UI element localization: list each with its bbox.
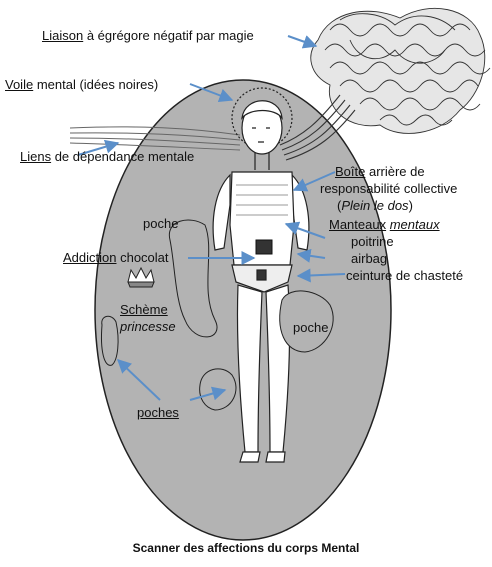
label-manteaux: Manteaux mentaux bbox=[329, 217, 440, 232]
label-liaison-key: Liaison bbox=[42, 28, 84, 43]
dependency-links bbox=[69, 126, 241, 151]
label-boite-rest: arrière de bbox=[365, 164, 425, 179]
label-ceinture: ceinture de chasteté bbox=[346, 268, 464, 283]
figure-head bbox=[231, 87, 293, 170]
label-liaison: Liaison à égrégore négatif par magie bbox=[42, 28, 254, 43]
label-boite: Boîte arrière de bbox=[335, 164, 425, 179]
label-manteaux-rest: mentaux bbox=[389, 217, 440, 232]
label-voile-key: Voile bbox=[5, 77, 34, 92]
crown-icon bbox=[127, 266, 155, 283]
label-scheme: Schème bbox=[120, 302, 168, 317]
label-liens-rest: de dépendance mentale bbox=[51, 149, 195, 164]
label-poitrine: poitrine bbox=[351, 234, 394, 249]
label-addiction-rest: chocolat bbox=[116, 250, 169, 265]
label-boite-line2-text: responsabilité collective bbox=[320, 181, 458, 196]
label-scheme-key: Schème bbox=[120, 302, 168, 317]
label-boite-open: ( bbox=[337, 198, 342, 213]
figure-caption: Scanner des affections du corps Mental bbox=[132, 541, 360, 555]
label-voile: Voile mental (idées noires) bbox=[5, 77, 158, 92]
poche-left-shape bbox=[168, 219, 218, 338]
label-poches: poches bbox=[137, 405, 179, 420]
label-poche-left: poche bbox=[143, 216, 179, 231]
label-boite-close: ) bbox=[408, 198, 413, 213]
label-poche-right: poche bbox=[293, 320, 329, 335]
label-liens: Liens de dépendance mentale bbox=[20, 149, 194, 164]
label-manteaux-key: Manteaux bbox=[329, 217, 387, 232]
label-liens-key: Liens bbox=[20, 149, 52, 164]
chocolate-tablet bbox=[255, 239, 273, 255]
label-boite-line2: responsabilité collective bbox=[320, 181, 457, 196]
label-voile-rest: mental (idées noires) bbox=[33, 77, 159, 92]
label-liaison-rest: à égrégore négatif par magie bbox=[83, 28, 254, 43]
label-boite-line3: (Plein le dos) bbox=[337, 198, 413, 213]
poche-right-shape bbox=[279, 290, 334, 353]
label-addiction-key: Addiction bbox=[63, 250, 117, 265]
cords-to-head bbox=[279, 94, 356, 161]
egregore-cloud bbox=[310, 7, 491, 134]
poche-small-left-shape bbox=[101, 315, 119, 366]
label-boite-key: Boîte bbox=[335, 164, 366, 179]
label-scheme-italic: princesse bbox=[120, 319, 176, 334]
pointer-arrows bbox=[77, 35, 346, 401]
label-airbag: airbag bbox=[351, 251, 388, 266]
label-boite-italic: Plein le dos bbox=[341, 198, 409, 213]
label-addiction: Addiction chocolat bbox=[63, 250, 169, 265]
